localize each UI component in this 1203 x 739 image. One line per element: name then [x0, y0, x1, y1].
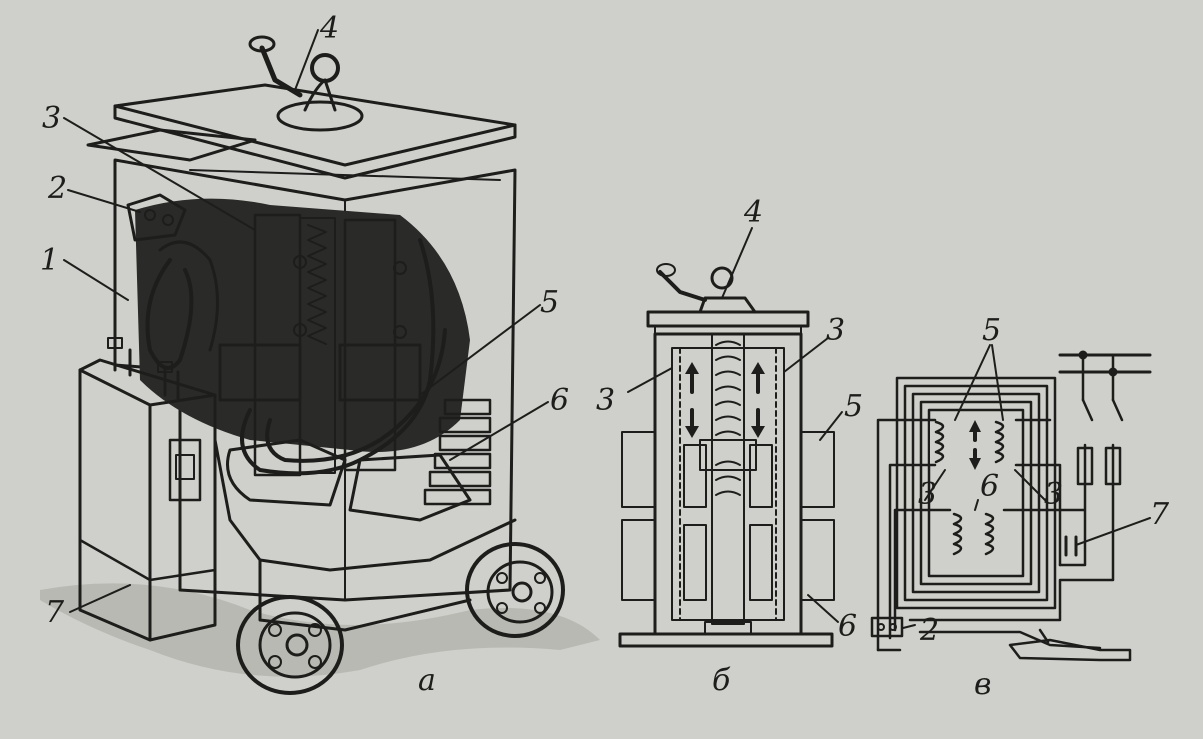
wheel-rear	[465, 542, 565, 638]
terminal-block	[126, 193, 187, 242]
supply-bus	[1058, 350, 1152, 377]
label-b-3-left: 3	[596, 383, 615, 418]
top-yoke	[646, 310, 810, 328]
crank-base-b	[698, 296, 757, 314]
fuse-right	[1104, 446, 1122, 486]
lead-screw	[307, 224, 327, 345]
label-c-3-left: 3	[918, 477, 937, 512]
lid-handle-plate	[86, 128, 257, 162]
label-b-5: 5	[844, 389, 863, 424]
secondary-coil-stack	[423, 398, 492, 506]
electrode-holder	[1008, 638, 1132, 662]
label-c-5: 5	[982, 313, 1001, 348]
caption-a: а	[418, 663, 436, 698]
motion-arrows-c	[969, 420, 981, 470]
carriage-nut	[699, 439, 757, 471]
label-a-6: 6	[550, 383, 569, 418]
primary-coils	[930, 420, 1016, 465]
caption-b: б	[712, 663, 731, 698]
label-a-5: 5	[540, 285, 559, 320]
label-a-1: 1	[40, 243, 59, 278]
leader-lines-b	[627, 227, 843, 623]
crank-handle	[248, 35, 364, 132]
chassis-rail	[213, 438, 517, 572]
terminal-c	[870, 616, 904, 638]
caption-c: в	[974, 667, 991, 702]
wiring	[876, 353, 1124, 652]
label-b-6: 6	[838, 609, 857, 644]
inner-window	[671, 347, 785, 621]
leader-lines-a	[63, 29, 549, 613]
label-a-2: 2	[47, 171, 67, 206]
label-c-7: 7	[1150, 497, 1170, 532]
capacitor-symbol	[1064, 535, 1078, 557]
label-b-3-right: 3	[826, 313, 845, 348]
central-screw	[711, 333, 745, 625]
wheel-front	[236, 595, 344, 695]
panel-a-perspective-view: 3 2 1 4 5 6 7 а	[40, 11, 600, 698]
crank-eye-b	[710, 266, 734, 290]
panel-c-circuit-diagram: 5 3 3 6 7 2 в	[870, 313, 1170, 702]
label-b-4: 4	[743, 195, 763, 230]
lid-edge	[113, 104, 517, 180]
casing-top-rim	[189, 169, 501, 181]
panel-b-section-view: 4 3 3 5 6 б	[596, 195, 863, 698]
label-c-2: 2	[919, 613, 939, 648]
label-a-3: 3	[42, 101, 61, 136]
motion-arrows-b	[685, 362, 765, 438]
label-a-7: 7	[45, 595, 65, 630]
base-plate	[618, 632, 834, 648]
crank-arm-b	[658, 270, 707, 302]
capacitor-box	[78, 337, 217, 642]
leader-lines-c	[902, 344, 1151, 629]
label-c-3-right: 3	[1044, 477, 1063, 512]
label-a-4: 4	[319, 11, 339, 46]
coil-blocks-b	[621, 431, 835, 601]
outer-core	[653, 332, 803, 636]
chassis-base	[258, 558, 472, 632]
label-c-6: 6	[980, 469, 999, 504]
secondary-coils	[948, 510, 1004, 560]
fuse-left	[1076, 446, 1094, 486]
